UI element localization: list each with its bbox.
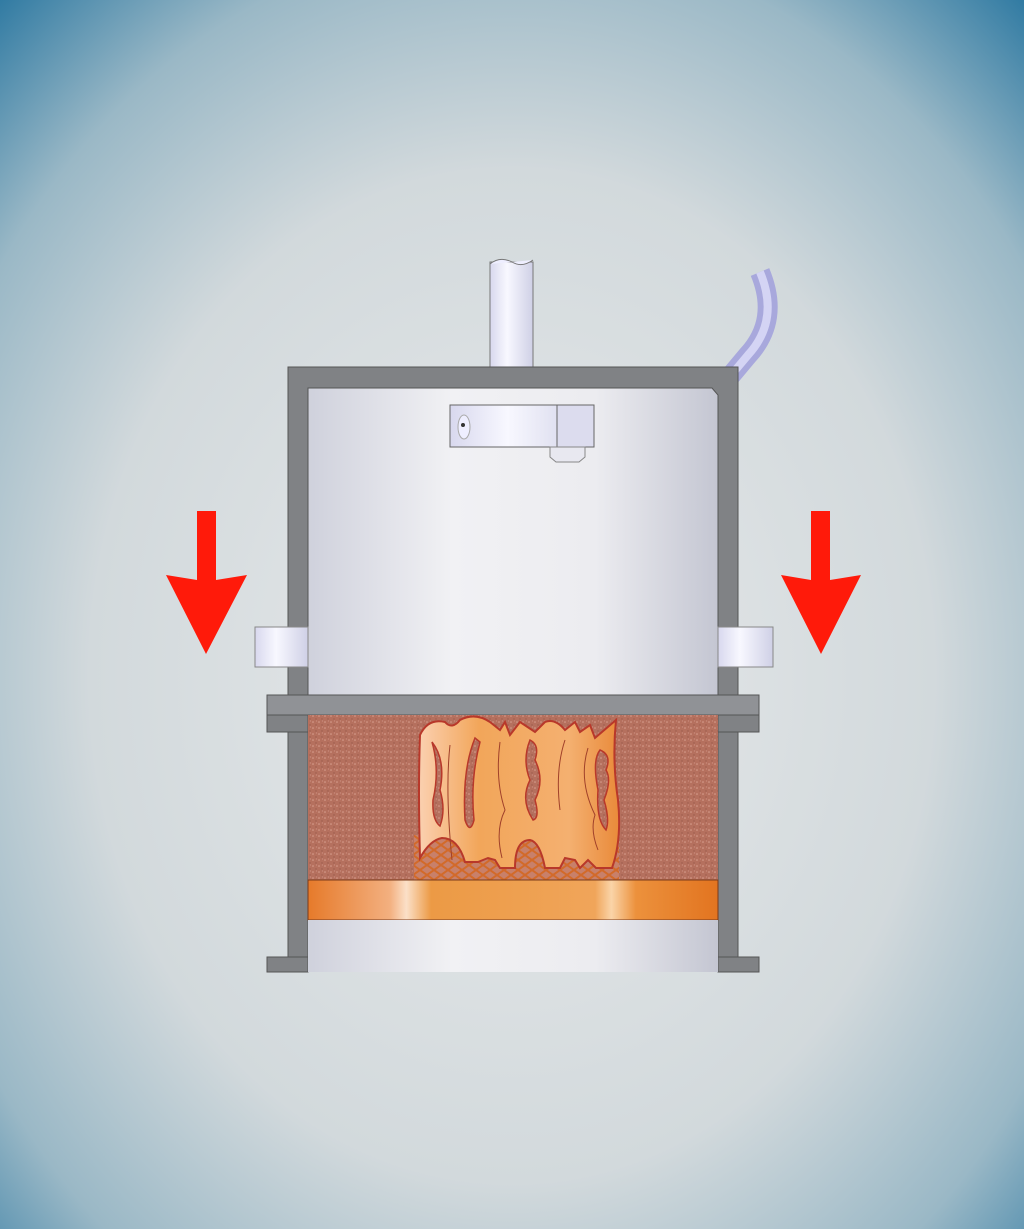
vessel-wall [266,366,760,973]
chill-plate [307,879,719,921]
side-pin-left [254,626,309,668]
lower-chamber [308,920,718,972]
casting [414,715,621,880]
arrow-down-left-icon [166,511,247,654]
nozzle-block [449,404,595,463]
arrow-down-right-icon [781,511,861,654]
side-pin-right [717,626,774,668]
